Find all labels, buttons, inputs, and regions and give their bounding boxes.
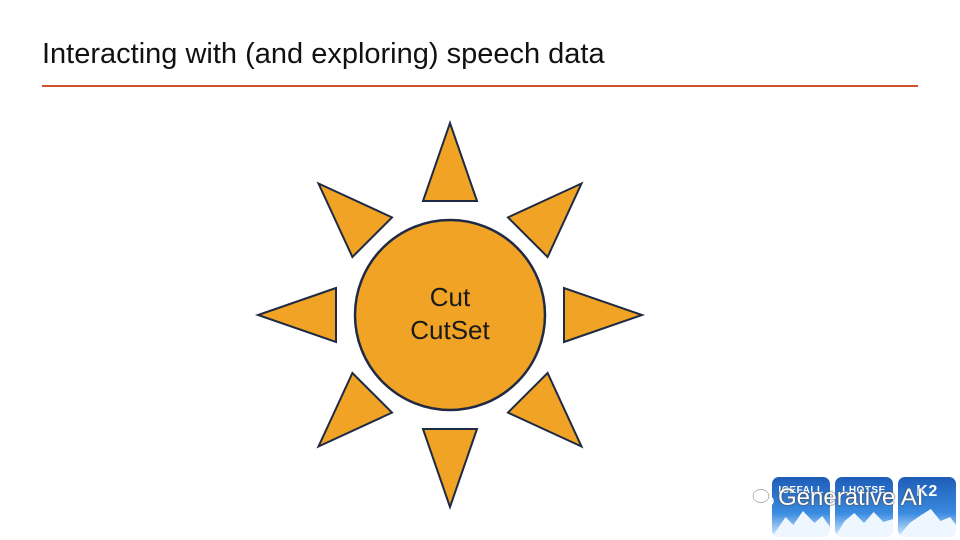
center-label-line-2: CutSet [410, 315, 490, 345]
sun-core [353, 218, 547, 412]
mountain-icon [898, 509, 956, 537]
logo-lhotse-text: LHOTSE [842, 485, 886, 496]
logo-strip: ICEFALL LHOTSE K2 [771, 476, 960, 540]
mountain-icon [835, 512, 893, 537]
sun-rays [254, 119, 646, 511]
logo-k2-text: K2 [916, 483, 938, 500]
mountain-icon [772, 511, 830, 537]
center-label-line-1: Cut [430, 282, 471, 312]
watermark-text: Generative AI [778, 484, 924, 511]
slide-title: Interacting with (and exploring) speech … [42, 38, 605, 70]
ray-top [421, 119, 479, 202]
ray-left [254, 286, 337, 344]
ray-bottom-right [506, 371, 584, 449]
ray-top-left [316, 181, 394, 259]
ray-bottom [421, 428, 479, 511]
ray-right [563, 286, 646, 344]
logo-icefall-text: ICEFALL [778, 485, 824, 496]
logo-lhotse: LHOTSE [834, 476, 894, 538]
wechat-icon [752, 488, 774, 507]
title-divider [42, 85, 918, 87]
ray-top-right [506, 181, 584, 259]
logo-icefall: ICEFALL [771, 476, 831, 538]
ray-bottom-left [316, 371, 394, 449]
logo-k2: K2 [897, 476, 957, 538]
